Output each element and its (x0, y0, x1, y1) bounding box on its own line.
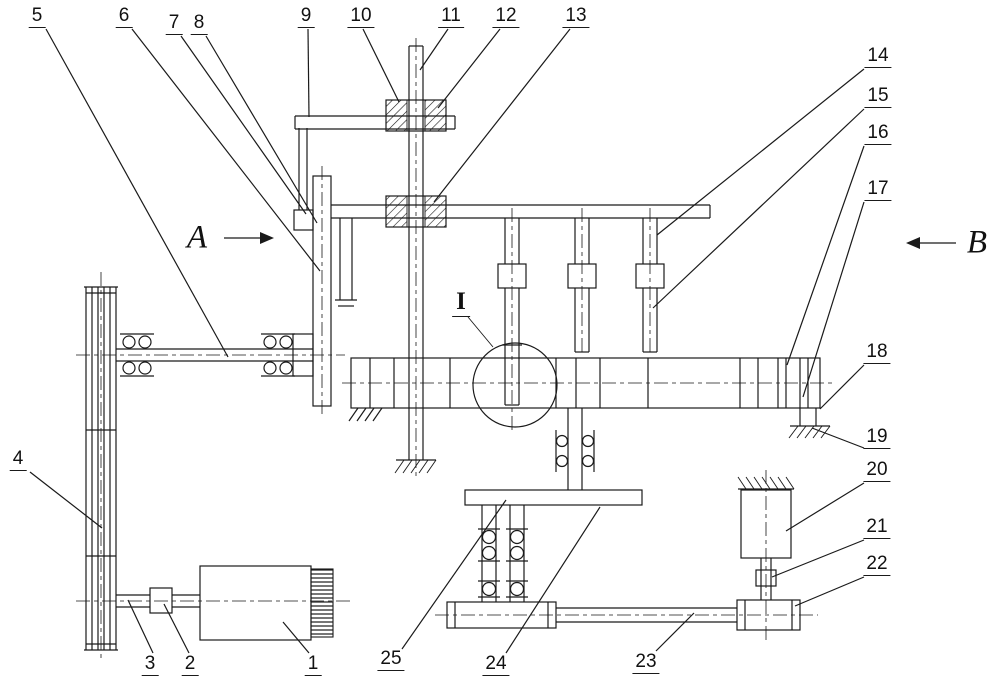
leader-line-7 (180, 35, 307, 215)
callout-15: 15 (864, 86, 892, 108)
motor-fins (310, 568, 334, 638)
leader-line-14 (656, 68, 865, 236)
callout-14: 14 (864, 46, 892, 68)
callout-10: 10 (347, 6, 375, 28)
leader-line-23 (655, 612, 695, 652)
leader-line-17 (802, 201, 865, 398)
leader-line-4 (29, 471, 103, 529)
callout-3: 3 (141, 654, 159, 676)
center-column (555, 408, 595, 490)
callout-4: 4 (9, 449, 27, 471)
callout-2: 2 (181, 654, 199, 676)
horizontal-beam (331, 204, 711, 219)
small-motor (737, 476, 795, 600)
callout-23: 23 (632, 652, 660, 674)
leader-line-19 (811, 427, 865, 449)
view-arrow-a (224, 232, 274, 244)
leader-line-24 (505, 506, 601, 654)
callout-6: 6 (115, 6, 133, 28)
small-coupling (755, 569, 777, 587)
callout-18: 18 (863, 342, 891, 364)
callout-9: 9 (297, 6, 315, 28)
hanger-rod (335, 218, 357, 307)
leader-line-25 (401, 499, 507, 650)
callout-17: 17 (864, 179, 892, 201)
leader-line-5 (45, 28, 229, 358)
belt-pulley-left (84, 286, 118, 651)
bracket-upper (293, 128, 314, 231)
leader-line-21 (771, 539, 865, 578)
bottom-belt (556, 607, 737, 623)
leader-line-10 (362, 28, 400, 103)
ground-hatch-left (348, 407, 383, 422)
callout-22: 22 (863, 554, 891, 576)
rod-ground-foot (394, 459, 437, 474)
detail-leader-line (467, 316, 494, 348)
view-arrow-b (906, 237, 956, 249)
callout-21: 21 (863, 517, 891, 539)
punch-2 (567, 218, 597, 353)
callout-8: 8 (190, 13, 208, 35)
bottom-pulley-right (736, 599, 801, 631)
punch-3 (635, 218, 665, 353)
lower-bar (464, 489, 643, 506)
detail-circle (467, 316, 558, 428)
leader-line-3 (127, 599, 154, 654)
drive-shaft-left (116, 333, 314, 377)
bottom-drum (446, 601, 557, 629)
gearbox-upper (385, 99, 447, 132)
leader-line-8 (205, 35, 318, 224)
main-motor (116, 565, 334, 641)
vertical-plate (312, 175, 332, 407)
callout-16: 16 (864, 123, 892, 145)
callout-19: 19 (863, 427, 891, 449)
leader-line-11 (419, 28, 449, 71)
callout-12: 12 (492, 6, 520, 28)
callout-11: 11 (438, 6, 464, 28)
callout-25: 25 (377, 649, 405, 671)
lower-legs (478, 505, 528, 602)
leader-line-6 (131, 28, 321, 272)
view-label-a: A (186, 219, 208, 256)
ground-support-right (788, 408, 831, 439)
view-label-b: B (966, 224, 988, 261)
leader-line-15 (652, 108, 865, 309)
detail-label-i: I (452, 289, 470, 317)
leader-lines (29, 28, 865, 654)
punch-1 (497, 218, 527, 406)
callout-13: 13 (562, 6, 590, 28)
callout-24: 24 (482, 654, 510, 676)
leader-line-13 (433, 28, 571, 203)
leader-line-20 (785, 482, 865, 532)
callout-20: 20 (863, 460, 891, 482)
leader-line-18 (819, 364, 865, 410)
leader-line-12 (437, 28, 501, 109)
leader-line-1 (282, 621, 310, 654)
centerlines (76, 38, 832, 662)
leader-line-2 (163, 603, 190, 654)
vertical-rod (408, 45, 424, 460)
shaft-coupling (149, 587, 173, 614)
work-table (350, 357, 821, 409)
leader-line-16 (786, 145, 865, 366)
callout-5: 5 (28, 6, 46, 28)
gearbox-lower (385, 195, 447, 228)
leader-line-9 (307, 28, 310, 118)
callout-1: 1 (304, 654, 322, 676)
callout-7: 7 (165, 13, 183, 35)
leader-line-22 (794, 576, 865, 607)
